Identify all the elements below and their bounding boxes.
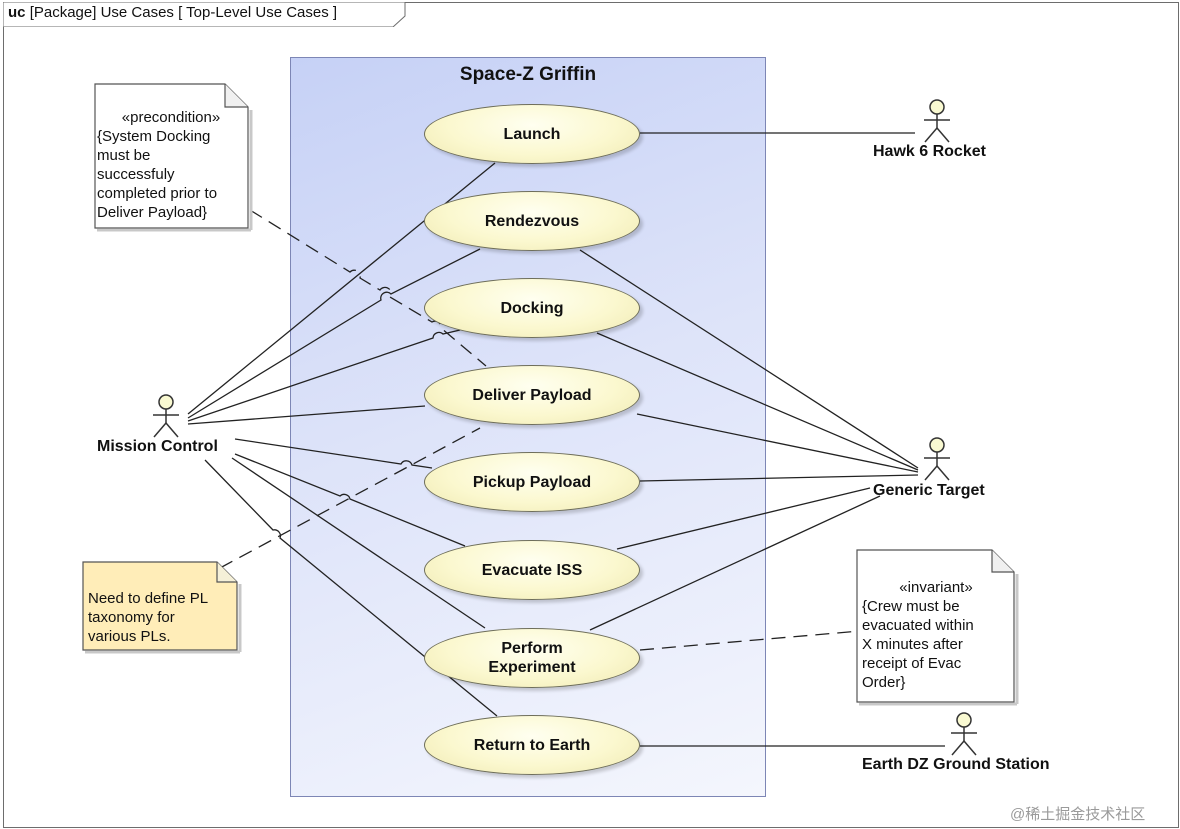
assoc-mc-return: [204, 459, 498, 717]
frame-title: uc [Package] Use Cases [ Top-Level Use C…: [8, 4, 337, 21]
note-todo[interactable]: Need to define PL taxonomy for various P…: [88, 589, 233, 646]
usecase-evacuate-iss-label: Evacuate ISS: [481, 561, 583, 579]
actor-ground-station-icon[interactable]: [946, 711, 986, 759]
assoc-deliver-target: [636, 413, 919, 473]
note-precondition-text: {System Docking must be successfuly comp…: [97, 128, 218, 221]
assoc-mc-pickup: [234, 438, 433, 469]
usecase-launch[interactable]: Launch: [424, 104, 640, 164]
note-invariant-shape: [856, 549, 1019, 706]
frame-tab: [3, 2, 406, 27]
assoc-mc-rendezvous: [187, 248, 481, 419]
usecase-launch-label: Launch: [503, 125, 561, 143]
note-invariant-stereotype: «invariant»: [899, 579, 973, 596]
system-title: Space-Z Griffin: [459, 64, 597, 85]
actor-hawk-label: Hawk 6 Rocket: [873, 143, 986, 160]
usecase-deliver-payload-label: Deliver Payload: [472, 386, 592, 404]
actor-mission-control-icon[interactable]: [148, 393, 188, 441]
anchor-todo-deliver: [219, 427, 481, 569]
usecase-docking[interactable]: Docking: [424, 278, 640, 338]
assoc-rendezvous-target: [579, 249, 919, 469]
note-precondition-shape: [94, 83, 253, 232]
note-precondition-stereotype: «precondition»: [121, 109, 221, 126]
note-todo-text: Need to define PL taxonomy for various P…: [88, 590, 209, 645]
actor-ground-station-label: Earth DZ Ground Station: [862, 756, 1050, 773]
usecase-perform-experiment[interactable]: Perform Experiment: [424, 628, 640, 688]
assoc-mc-deliver: [187, 405, 426, 425]
actor-generic-target-icon[interactable]: [919, 436, 959, 484]
actor-generic-target-label: Generic Target: [873, 482, 985, 499]
usecase-docking-label: Docking: [500, 299, 564, 317]
usecase-return-to-earth-label: Return to Earth: [473, 736, 591, 754]
assoc-experiment-target: [589, 495, 881, 631]
assoc-evacuate-target: [616, 487, 871, 550]
assoc-mc-experiment: [231, 457, 486, 629]
usecase-evacuate-iss[interactable]: Evacuate ISS: [424, 540, 640, 600]
note-todo-shape: [82, 561, 242, 654]
usecase-rendezvous-label: Rendezvous: [484, 212, 580, 230]
assoc-docking-target: [596, 332, 919, 471]
assoc-pickup-target: [639, 474, 919, 482]
assoc-mc-evacuate: [234, 453, 466, 547]
usecase-deliver-payload[interactable]: Deliver Payload: [424, 365, 640, 425]
note-precondition[interactable]: «precondition» {System Docking must be s…: [97, 108, 245, 222]
frame-label: [Package] Use Cases [ Top-Level Use Case…: [29, 4, 338, 21]
usecase-rendezvous[interactable]: Rendezvous: [424, 191, 640, 251]
diagram-frame: [3, 2, 1179, 828]
usecase-return-to-earth[interactable]: Return to Earth: [424, 715, 640, 775]
anchor-invariant-experiment: [639, 630, 861, 651]
note-invariant-text: {Crew must be evacuated within X minutes…: [862, 598, 974, 691]
assoc-mc-docking: [187, 329, 461, 422]
usecase-pickup-payload[interactable]: Pickup Payload: [424, 452, 640, 512]
actor-hawk-icon[interactable]: [919, 98, 959, 146]
frame-kind: uc: [8, 4, 26, 21]
note-invariant[interactable]: «invariant» {Crew must be evacuated with…: [862, 578, 1010, 692]
usecase-pickup-payload-label: Pickup Payload: [472, 473, 592, 491]
usecase-perform-experiment-label: Perform Experiment: [488, 640, 576, 676]
actor-mission-control-label: Mission Control: [97, 438, 218, 455]
watermark: @稀土掘金技术社区: [1010, 806, 1146, 823]
